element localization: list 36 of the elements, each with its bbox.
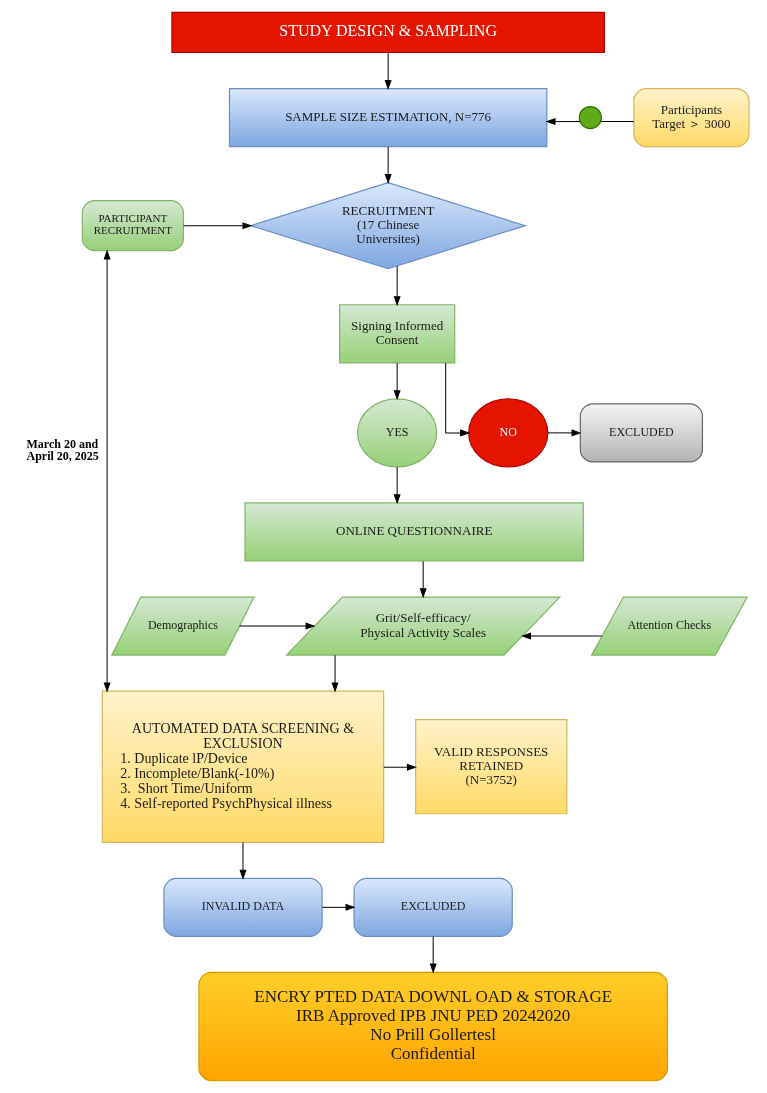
node-diamond: RECRUITMENT (17 Chinese Universites) <box>249 182 528 270</box>
arrow <box>321 904 355 911</box>
arrow <box>393 362 401 400</box>
node-box: INVALID DATA <box>163 877 323 937</box>
arrow <box>239 622 315 630</box>
arrow <box>183 222 252 229</box>
arrow <box>384 52 392 90</box>
arrow <box>547 429 581 437</box>
connector <box>600 121 635 123</box>
arrow <box>103 250 111 692</box>
node-box: Signing Informed Consent <box>339 304 456 364</box>
node-box: Participants Target ＞ 3000 <box>633 87 750 148</box>
node-box: AUTOMATED DATA SCREENING & EXCLUSION 1. Duplicate lP/Device 2. Incomplete/Blank(-10%) 3. Short Time/Uniform 4. Self-reported PsychPhysical illness <box>101 690 385 843</box>
arrow <box>546 118 581 125</box>
arrow <box>393 466 401 504</box>
node-box: ENCRY PTED DATA DOWNL OAD & STORAGE IRB Approved IPB JNU PED 20242020 No Prill Gollertesl Confidential <box>198 971 668 1082</box>
arrow <box>393 265 401 306</box>
arrow <box>445 362 470 437</box>
arrow <box>383 763 416 771</box>
arrow <box>521 632 603 640</box>
node-box: STUDY DESIGN & SAMPLING <box>171 11 605 54</box>
edge-label: March 20 and April 20, 2025 <box>26 436 99 463</box>
node-ellipse: NO <box>468 398 549 468</box>
arrow <box>384 146 392 184</box>
arrow <box>331 654 339 692</box>
node-box: ONLINE QUESTIONNAIRE <box>244 502 584 562</box>
arrow <box>429 936 437 973</box>
node-box: SAMPLE SIZE ESTIMATION, N=776 <box>228 87 548 148</box>
node-box: PARTICIPANT RECRUITMENT <box>81 200 185 252</box>
node-box: EXCLUDED <box>579 403 704 463</box>
arrow <box>239 841 247 879</box>
node-ellipse: YES <box>357 398 438 468</box>
node-box: VALID RESPONSES RETAINED (N=3752) <box>415 719 568 815</box>
arrow <box>419 560 427 598</box>
node-box: EXCLUDED <box>353 877 513 937</box>
node-person <box>578 105 602 130</box>
